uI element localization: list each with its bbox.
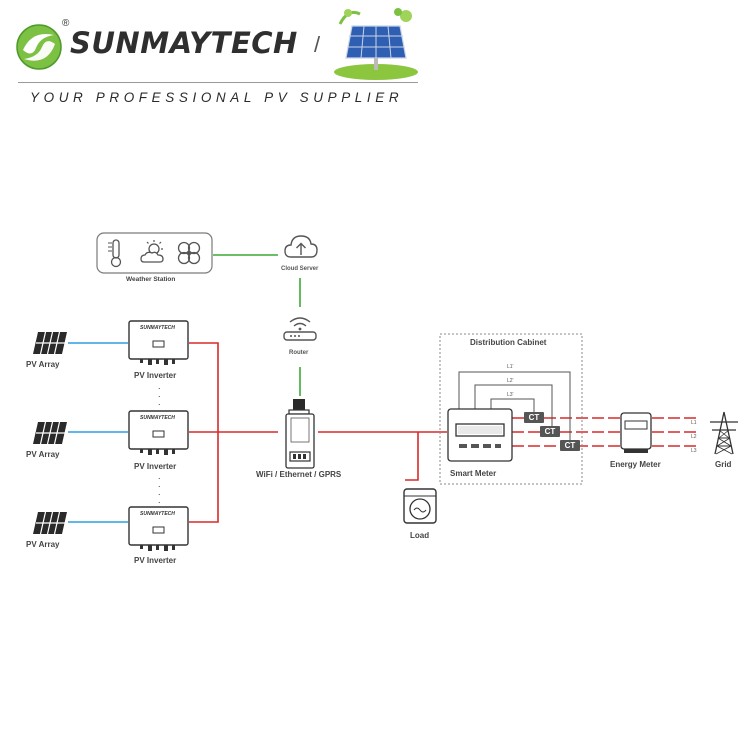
fan-icon: [177, 241, 201, 265]
energy-meter-label: Energy Meter: [610, 460, 661, 469]
cloud-server-label: Cloud Server: [281, 266, 319, 272]
washing-machine-icon: [403, 488, 437, 524]
grid-line-label-l3: L3: [691, 448, 697, 454]
sun-cloud-icon: [140, 240, 164, 263]
grid-line-label-l2: L2: [691, 434, 697, 440]
inverter-brand-2: SUNMAYTECH: [140, 415, 175, 421]
smart-meter-label: Smart Meter: [450, 469, 497, 478]
inverter-icon: [128, 410, 189, 455]
grid-label: Grid: [715, 460, 732, 469]
ct-wire-l1: [458, 371, 571, 441]
cabinet-line-label-l3: L3': [507, 392, 514, 398]
solar-panel-icon: [33, 421, 67, 445]
pv-inverter-label-1: PV Inverter: [134, 371, 177, 380]
brand-logo: [14, 22, 64, 72]
inverter-brand-3: SUNMAYTECH: [140, 511, 175, 517]
brand-name: SUNMAYTECH: [70, 26, 298, 60]
pv-inverter-1: [128, 320, 189, 368]
ct-l3: CT: [560, 440, 580, 451]
pv-array-label-3: PV Array: [26, 540, 60, 549]
cloud-upload-icon: [284, 235, 318, 258]
solar-panel-photo: [334, 4, 418, 80]
thermometer-icon: [108, 239, 122, 268]
pv-array-label-2: PV Array: [26, 450, 60, 459]
distribution-cabinet-label: Distribution Cabinet: [470, 338, 547, 347]
cabinet-line-label-l2: L2': [507, 378, 514, 384]
inverter-icon: [128, 506, 189, 551]
ct-l1: CT: [524, 412, 544, 423]
router-icon: [283, 317, 317, 341]
distribution-cabinet-frame: [439, 333, 583, 485]
grid-line-label-l1: L1: [691, 420, 697, 426]
solar-panel-photo-icon: [334, 4, 418, 80]
energy-meter-icon: [620, 412, 652, 453]
solar-panel-icon: [33, 331, 67, 355]
ct-wire-l2: [474, 384, 553, 426]
weather-station-label: Weather Station: [126, 276, 176, 283]
inverter-brand-1: SUNMAYTECH: [140, 325, 175, 331]
dots-2: ....: [158, 471, 161, 505]
registered-mark: ®: [62, 18, 70, 29]
datalogger-icon: [285, 399, 315, 469]
pv-inverter-label-2: PV Inverter: [134, 462, 177, 471]
load-branch: [405, 432, 419, 481]
load-label: Load: [410, 531, 430, 540]
logger-label: WiFi / Ethernet / GPRS: [256, 470, 342, 479]
pv-inverter-3: [128, 506, 189, 554]
brand-logo-icon: [16, 24, 62, 70]
pv-inverter-2: [128, 410, 189, 458]
smart-meter-icon: [447, 408, 513, 462]
transmission-tower-icon: [710, 411, 738, 455]
header-rule: [18, 82, 418, 83]
pv-array-label-1: PV Array: [26, 360, 60, 369]
dots-1: ....: [158, 381, 161, 415]
cabinet-line-label-l1: L1': [507, 364, 514, 370]
router-label: Router: [289, 350, 309, 356]
ct-l2: CT: [540, 426, 560, 437]
inverter-icon: [128, 320, 189, 365]
header-separator: /: [314, 32, 321, 57]
slogan: YOUR PROFESSIONAL PV SUPPLIER: [30, 90, 404, 105]
solar-panel-icon: [33, 511, 67, 535]
ct-wire-l3: [490, 398, 535, 412]
pv-inverter-label-3: PV Inverter: [134, 556, 177, 565]
